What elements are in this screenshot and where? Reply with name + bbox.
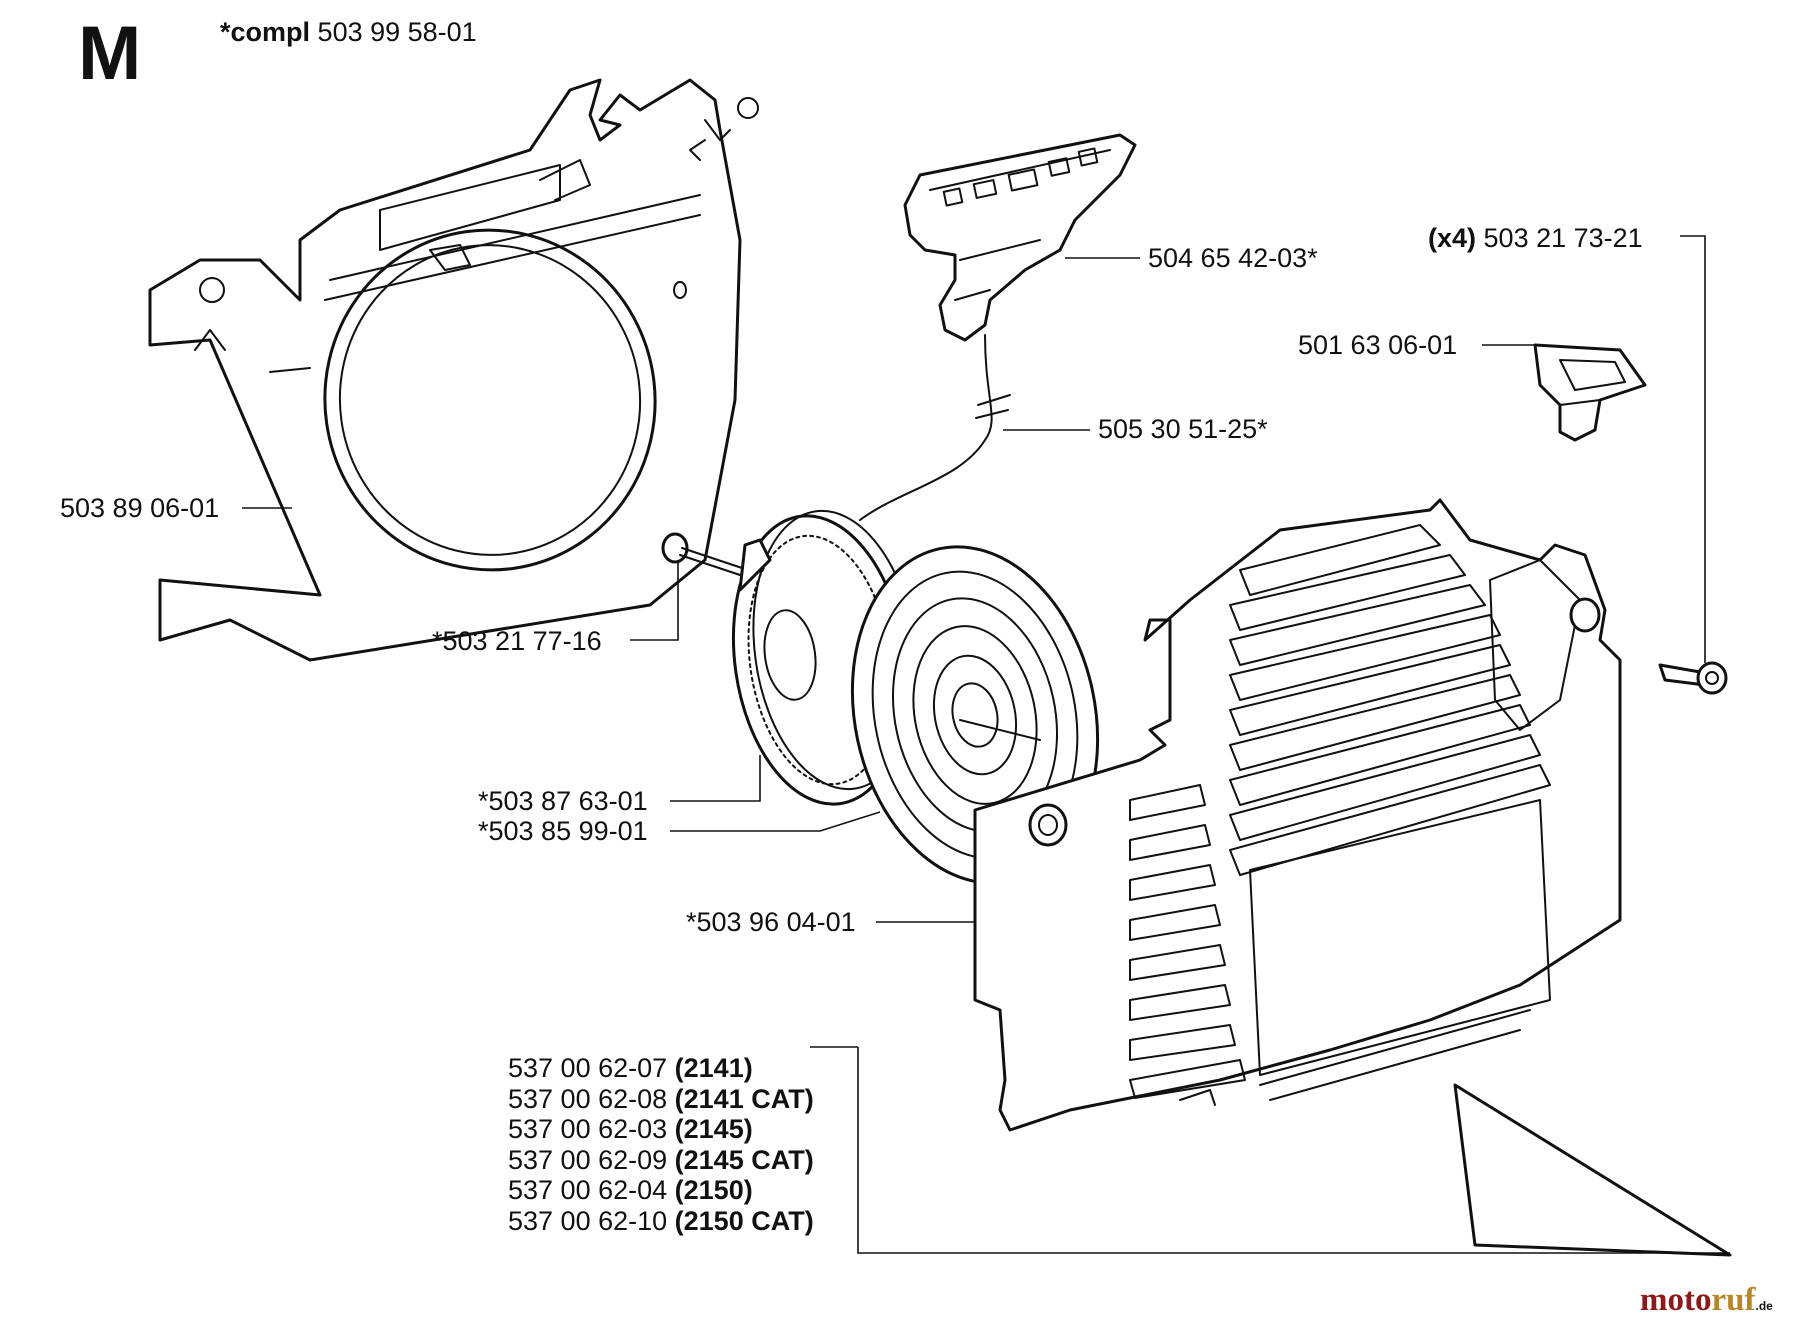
label-bushing: 501 63 06-01 — [1298, 330, 1458, 360]
variant-row: 537 00 62-10 (2150 CAT) — [508, 1206, 814, 1237]
variant-number: 537 00 62-03 — [508, 1114, 668, 1144]
label-pulley: *503 87 63-01 — [478, 786, 648, 816]
watermark-part2: ruf — [1711, 1282, 1756, 1318]
label-center-screw: *503 21 77-16 — [432, 626, 602, 656]
label-spring: *503 85 99-01 — [478, 816, 648, 846]
cover-screw-drawing — [1658, 661, 1728, 695]
variant-number: 537 00 62-10 — [508, 1205, 668, 1236]
variant-row: 537 00 62-09 (2145 CAT) — [508, 1145, 814, 1176]
bushing-drawing — [1533, 343, 1647, 442]
variant-model: (2145 CAT) — [674, 1144, 814, 1175]
variant-row: 537 00 62-04 (2150) — [508, 1175, 814, 1206]
starter-rope-drawing — [859, 334, 1011, 521]
label-rope: 505 30 51-25* — [1098, 414, 1268, 444]
label-screw-number: 503 21 73-21 — [1483, 223, 1643, 253]
variant-number: 537 00 62-07 — [508, 1053, 668, 1083]
starter-cover-drawing — [973, 498, 1622, 1132]
label-screw-qty: (x4) — [1428, 223, 1477, 253]
watermark-suffix: .de — [1755, 1299, 1773, 1313]
variant-model: (2150 CAT) — [674, 1205, 814, 1236]
rear-fan-housing-drawing — [148, 78, 759, 662]
center-screw-drawing — [661, 532, 743, 576]
variant-number: 537 00 62-09 — [508, 1144, 668, 1175]
cover-vents — [1129, 524, 1551, 1101]
label-handle: 504 65 42-03* — [1148, 243, 1318, 273]
variant-model: (2150) — [674, 1175, 753, 1205]
variant-row: 537 00 62-07 (2141) — [508, 1053, 814, 1084]
decal-drawing — [1453, 1083, 1732, 1257]
model-variant-list: 537 00 62-07 (2141) 537 00 62-08 (2141 C… — [508, 1053, 814, 1236]
variant-model: (2141) — [674, 1053, 753, 1083]
label-screw: (x4) 503 21 73-21 — [1428, 223, 1643, 253]
compl-number: 503 99 58-01 — [317, 17, 477, 47]
compl-label: *compl 503 99 58-01 — [220, 17, 477, 47]
starter-handle-drawing — [903, 133, 1137, 342]
compl-prefix: *compl — [220, 17, 311, 47]
label-starter-cover: *503 96 04-01 — [686, 907, 856, 937]
variant-row: 537 00 62-08 (2141 CAT) — [508, 1084, 814, 1115]
watermark: motoruf.de — [1640, 1282, 1773, 1319]
variant-number: 537 00 62-08 — [508, 1083, 668, 1114]
variant-number: 537 00 62-04 — [508, 1175, 668, 1205]
label-rear-cover: 503 89 06-01 — [60, 493, 220, 523]
watermark-part1: moto — [1640, 1282, 1712, 1318]
leader-lines — [242, 235, 1730, 1254]
variant-model: (2141 CAT) — [674, 1083, 814, 1114]
variant-model: (2145) — [674, 1114, 753, 1144]
section-letter: M — [78, 11, 142, 96]
variant-row: 537 00 62-03 (2145) — [508, 1114, 814, 1145]
